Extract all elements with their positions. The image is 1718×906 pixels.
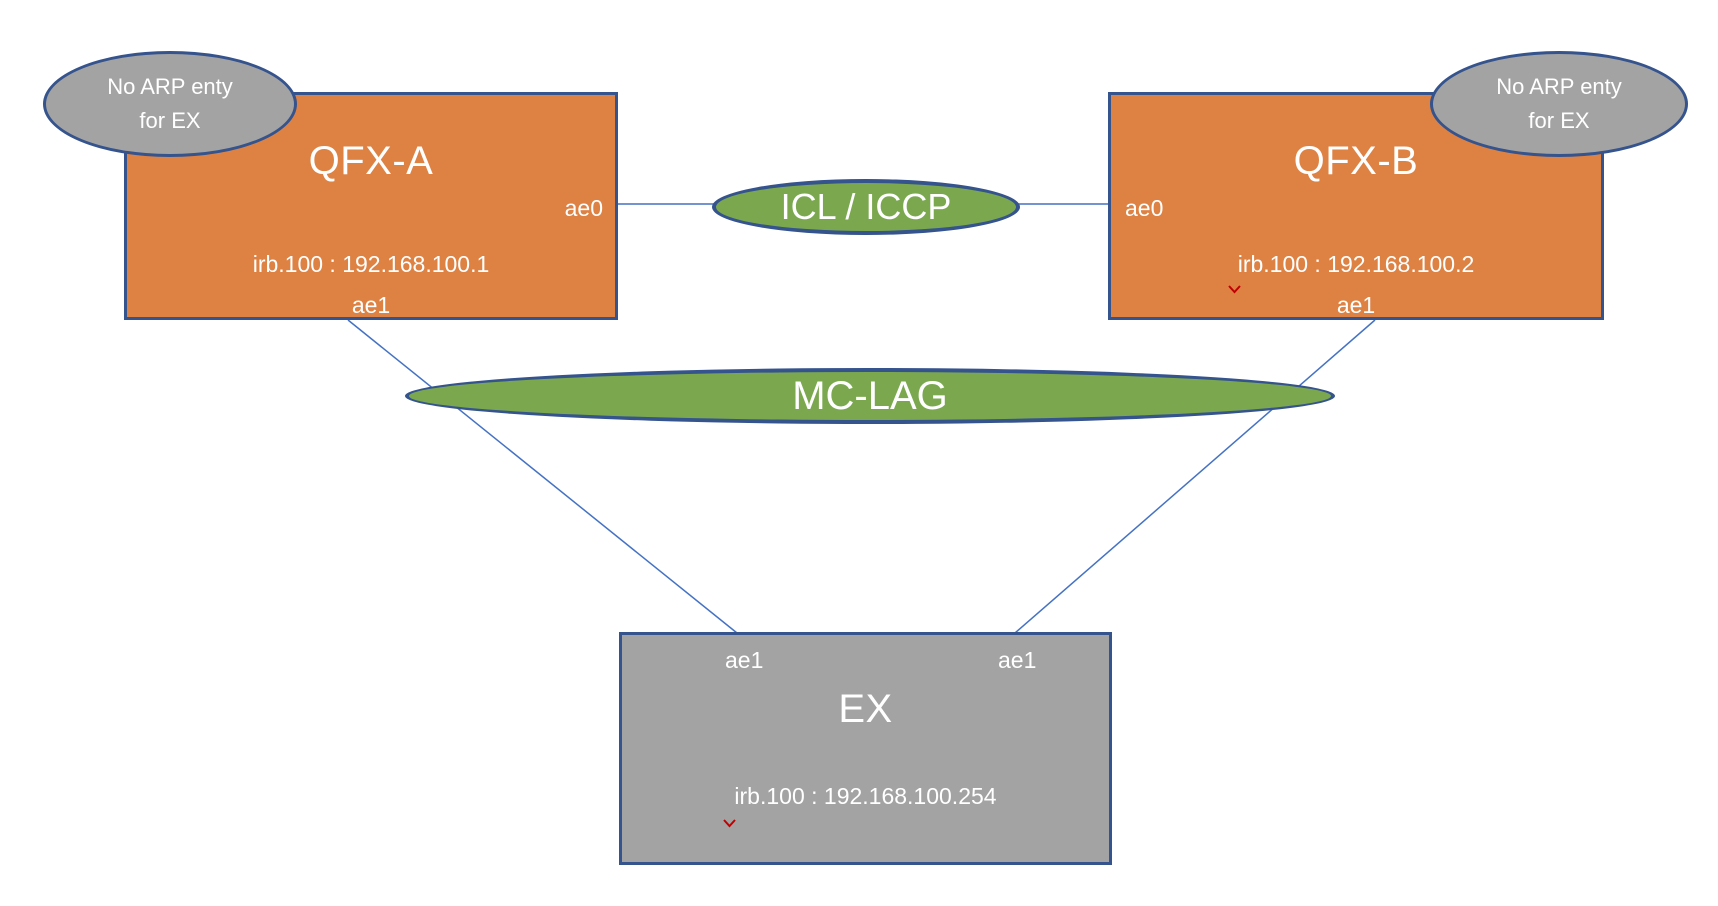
qfx-a-port-ae0-label: ae0 bbox=[564, 195, 603, 221]
node-qfx-a-title: QFX-A bbox=[308, 139, 434, 183]
note-no-arp-right: No ARP enty for EX bbox=[1430, 51, 1688, 157]
note-no-arp-left: No ARP enty for EX bbox=[43, 51, 297, 157]
mclag-right-link-line bbox=[1014, 319, 1376, 634]
node-qfx-b-title: QFX-B bbox=[1293, 139, 1419, 183]
note-right-line2: for EX bbox=[1528, 108, 1590, 133]
qfx-a-port-ae1-label: ae1 bbox=[351, 292, 391, 318]
note-left-line2: for EX bbox=[139, 108, 201, 133]
note-left-line1: No ARP enty bbox=[107, 74, 233, 99]
mclag-label: MC-LAG bbox=[792, 373, 948, 418]
node-ex-title: EX bbox=[838, 687, 893, 731]
mclag-left-link-line bbox=[347, 319, 738, 634]
qfx-b-port-ae0-label: ae0 bbox=[1125, 195, 1164, 221]
ex-port-ae1-right-label: ae1 bbox=[998, 647, 1037, 673]
mclag-ellipse: MC-LAG bbox=[405, 368, 1335, 424]
qfx-b-port-ae1-label: ae1 bbox=[1336, 292, 1376, 318]
ex-port-ae1-left-label: ae1 bbox=[725, 647, 764, 673]
qfx-b-irb-address: irb.100 : 192.168.100.2 bbox=[1237, 251, 1475, 277]
node-ex: ae1 ae1 EX irb.100 : 192.168.100.254 bbox=[619, 632, 1112, 865]
spellcheck-caret-icon bbox=[723, 815, 736, 828]
ex-irb-address: irb.100 : 192.168.100.254 bbox=[734, 783, 997, 809]
note-right-line1: No ARP enty bbox=[1496, 74, 1622, 99]
spellcheck-caret-icon bbox=[1228, 281, 1241, 294]
qfx-a-irb-address: irb.100 : 192.168.100.1 bbox=[252, 251, 490, 277]
icl-iccp-label: ICL / ICCP bbox=[780, 186, 952, 227]
icl-iccp-ellipse: ICL / ICCP bbox=[712, 179, 1020, 235]
